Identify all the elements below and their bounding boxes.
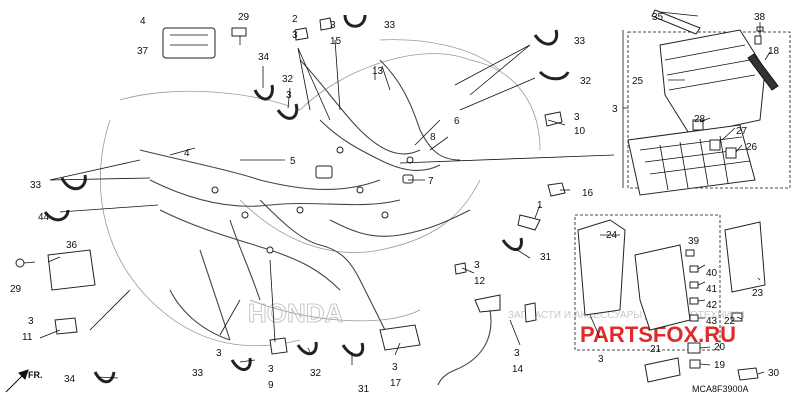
control-unit-group	[574, 214, 766, 383]
callout-9: 9	[268, 380, 274, 391]
callout-17: 17	[390, 378, 402, 389]
callout-33: 33	[574, 36, 586, 47]
callout-27: 27	[736, 126, 748, 137]
callout-3: 3	[392, 362, 398, 373]
callout-23: 23	[752, 288, 764, 299]
callout-20: 20	[714, 342, 726, 353]
callout-40: 40	[706, 268, 718, 279]
watermark-text: ЗАПЧАСТИ И АКСЕССУАРЫ ДЛЯ МОТОТЕХНИКИ	[508, 310, 745, 321]
callout-4: 4	[140, 16, 146, 27]
callout-2: 2	[292, 14, 298, 25]
callout-33: 33	[192, 368, 204, 379]
drawing-code: MCA8F3900A	[692, 384, 749, 394]
callout-4: 4	[184, 148, 190, 159]
callout-19: 19	[714, 360, 726, 371]
callout-12: 12	[474, 276, 486, 287]
callout-41: 41	[706, 284, 718, 295]
callout-10: 10	[574, 126, 586, 137]
callout-33: 33	[30, 180, 42, 191]
callout-18: 18	[768, 46, 780, 57]
callout-5: 5	[290, 156, 296, 167]
motorcycle-outline	[99, 39, 541, 347]
callout-3: 3	[28, 316, 34, 327]
callout-13: 13	[372, 66, 384, 77]
callout-3: 3	[330, 20, 336, 31]
relay-box-group	[627, 9, 791, 196]
callout-15: 15	[330, 36, 342, 47]
callout-42: 42	[706, 300, 718, 311]
brand-ghost: HONDA	[248, 298, 344, 328]
callout-30: 30	[768, 368, 780, 379]
callout-3: 3	[216, 348, 222, 359]
front-direction-label: FR.	[28, 370, 43, 380]
callout-7: 7	[428, 176, 434, 187]
callout-8: 8	[430, 132, 436, 143]
callout-34: 34	[258, 52, 270, 63]
callout-3: 3	[286, 90, 292, 101]
leader-lines	[23, 11, 771, 379]
callout-34: 34	[64, 374, 76, 385]
callout-36: 36	[66, 240, 78, 251]
callout-29: 29	[238, 12, 250, 23]
callout-39: 39	[688, 236, 700, 247]
callout-3: 3	[474, 260, 480, 271]
callout-3: 3	[612, 104, 618, 115]
callout-25: 25	[632, 76, 644, 87]
callout-32: 32	[580, 76, 592, 87]
callout-3: 3	[574, 112, 580, 123]
callout-3: 3	[598, 354, 604, 365]
callout-16: 16	[582, 188, 594, 199]
front-direction-marker: FR.	[5, 369, 43, 393]
callout-32: 32	[310, 368, 322, 379]
callout-29: 29	[10, 284, 22, 295]
callout-32: 32	[282, 74, 294, 85]
callout-28: 28	[694, 114, 706, 125]
callout-38: 38	[754, 12, 766, 23]
callout-26: 26	[746, 142, 758, 153]
callout-11: 11	[22, 332, 33, 343]
callout-43: 43	[706, 316, 718, 327]
callout-21: 21	[650, 344, 662, 355]
callout-24: 24	[606, 230, 618, 241]
callout-35: 35	[652, 12, 664, 23]
callout-3: 3	[292, 30, 298, 41]
main-wire-harness	[139, 59, 471, 341]
callout-labels: 35 38 18 25 3 28 27 26 4 37 29 2 3 3 15 …	[10, 12, 780, 395]
callout-37: 37	[137, 46, 149, 57]
callout-3: 3	[514, 348, 520, 359]
callout-31: 31	[540, 252, 552, 263]
callout-14: 14	[512, 364, 524, 375]
callout-22: 22	[724, 316, 736, 327]
callout-6: 6	[454, 116, 460, 127]
callout-3: 3	[268, 364, 274, 375]
callout-33: 33	[384, 20, 396, 31]
callout-1: 1	[537, 200, 543, 211]
callout-31: 31	[358, 384, 370, 395]
callout-44: 44	[38, 212, 50, 223]
